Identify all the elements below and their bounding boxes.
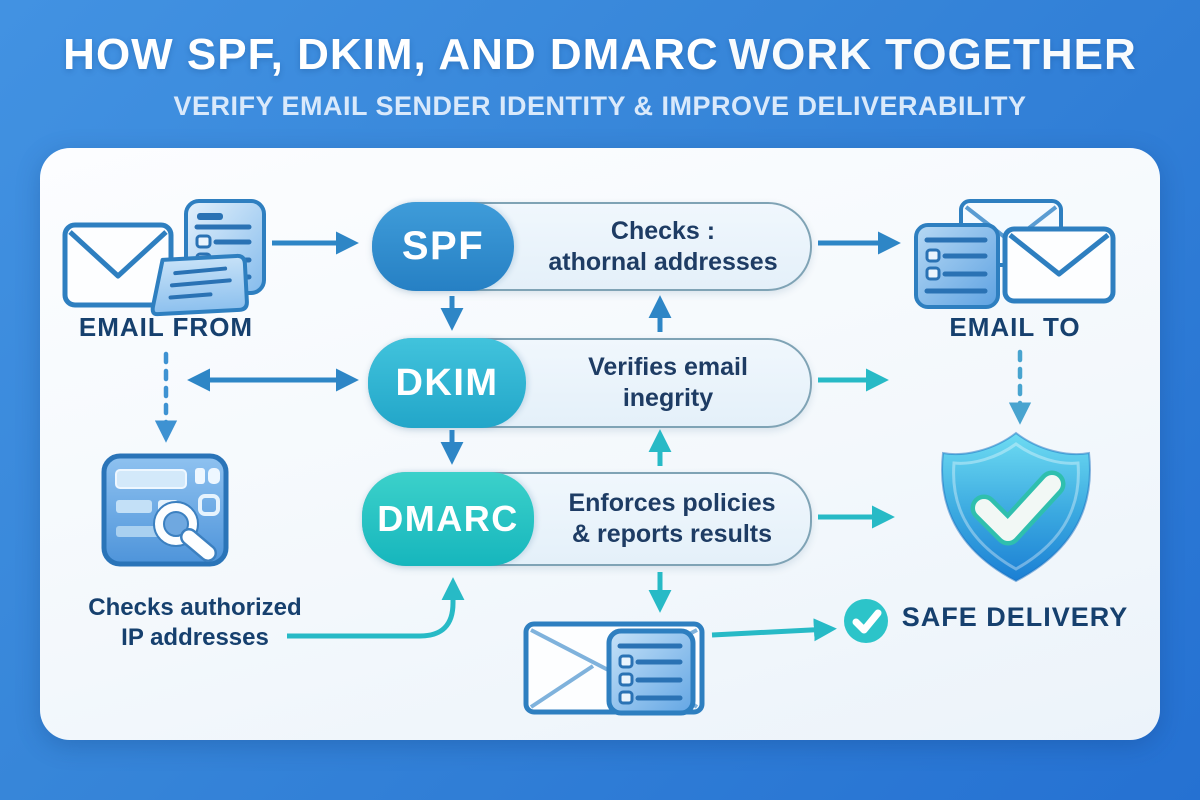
envelope-icon — [62, 222, 174, 308]
spf-desc-line2: athornal addresses — [548, 247, 778, 276]
document-list-icon — [606, 628, 696, 716]
ip-check-line1: Checks authorized — [88, 594, 302, 621]
shield-check-icon — [932, 428, 1100, 586]
spf-description: Checks : athornal addresses — [524, 216, 802, 278]
spf-row: SPF Checks : athornal addresses — [372, 202, 812, 291]
page-title-rest: WORK TOGETHER — [728, 30, 1137, 79]
ip-check-label: Checks authorized IP addresses — [55, 593, 335, 653]
page-title-strong: HOW SPF, DKIM, AND DMARC — [63, 30, 719, 79]
dkim-desc-line1: Verifies email — [588, 353, 748, 381]
dmarc-row: DMARC Enforces policies & reports result… — [362, 472, 812, 566]
dmarc-pill: DMARC — [362, 472, 534, 566]
safe-delivery-label: SAFE DELIVERY — [901, 602, 1129, 632]
email-to-label: EMAIL TO — [949, 312, 1081, 342]
dkim-pill: DKIM — [368, 338, 526, 428]
spf-desc-line1: Checks : — [610, 216, 716, 245]
document-list-icon — [913, 222, 1001, 310]
page-subtitle: VERIFY EMAIL SENDER IDENTITY & IMPROVE D… — [173, 91, 1027, 121]
spf-pill: SPF — [372, 202, 514, 291]
dmarc-description: Enforces policies & reports results — [542, 488, 802, 550]
dkim-desc-line2: inegrity — [622, 384, 714, 412]
dkim-description: Verifies email inegrity — [534, 352, 802, 414]
ip-check-line2: IP addresses — [121, 624, 269, 651]
dmarc-desc-line2: & reports results — [571, 520, 773, 548]
dkim-row: DKIM Verifies email inegrity — [368, 338, 812, 428]
check-circle-icon — [842, 597, 890, 645]
postage-card-icon — [144, 249, 251, 322]
dmarc-desc-line1: Enforces policies — [568, 489, 776, 517]
envelope-icon — [1002, 226, 1116, 304]
email-from-label: EMAIL FROM — [78, 312, 254, 342]
ip-settings-search-icon — [100, 452, 230, 568]
